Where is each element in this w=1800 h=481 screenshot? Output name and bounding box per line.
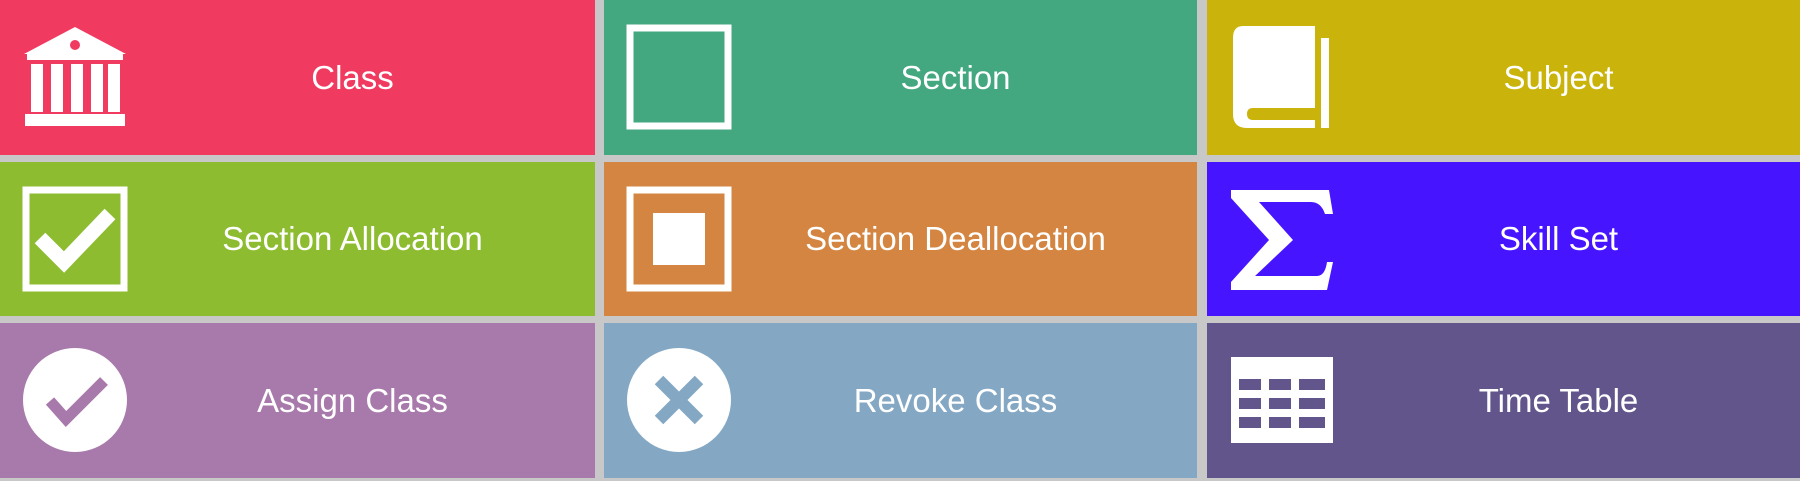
tile-label: Time Table (1478, 381, 1639, 419)
table-icon (1229, 347, 1335, 453)
tile-revoke-class[interactable]: Revoke Class (604, 323, 1197, 478)
tile-time-table[interactable]: Time Table (1207, 323, 1800, 478)
tile-skill-set[interactable]: Skill Set (1207, 162, 1800, 316)
book-icon (1229, 24, 1335, 130)
close-circle-icon (626, 347, 732, 453)
tile-label: Skill Set (1498, 220, 1619, 257)
stop-square-icon (626, 186, 732, 292)
tile-label: Class (311, 58, 394, 96)
tile-class[interactable]: Class (0, 0, 595, 155)
tile-label: Assign Class (257, 381, 448, 419)
checkbox-checked-icon (22, 186, 128, 292)
check-circle-icon (22, 347, 128, 453)
tile-section-deallocation[interactable]: Section Deallocation (604, 162, 1197, 316)
tile-label: Revoke Class (853, 381, 1058, 419)
bank-icon (22, 24, 128, 130)
sigma-icon (1229, 186, 1335, 292)
tile-label: Subject (1503, 58, 1614, 96)
tile-label: Section Deallocation (805, 220, 1106, 257)
tile-section[interactable]: Section (604, 0, 1197, 155)
tile-section-allocation[interactable]: Section Allocation (0, 162, 595, 316)
tile-label: Section (900, 58, 1011, 96)
tile-subject[interactable]: Subject (1207, 0, 1800, 155)
tile-assign-class[interactable]: Assign Class (0, 323, 595, 478)
tile-label: Section Allocation (222, 220, 483, 257)
square-outline-icon (626, 24, 732, 130)
